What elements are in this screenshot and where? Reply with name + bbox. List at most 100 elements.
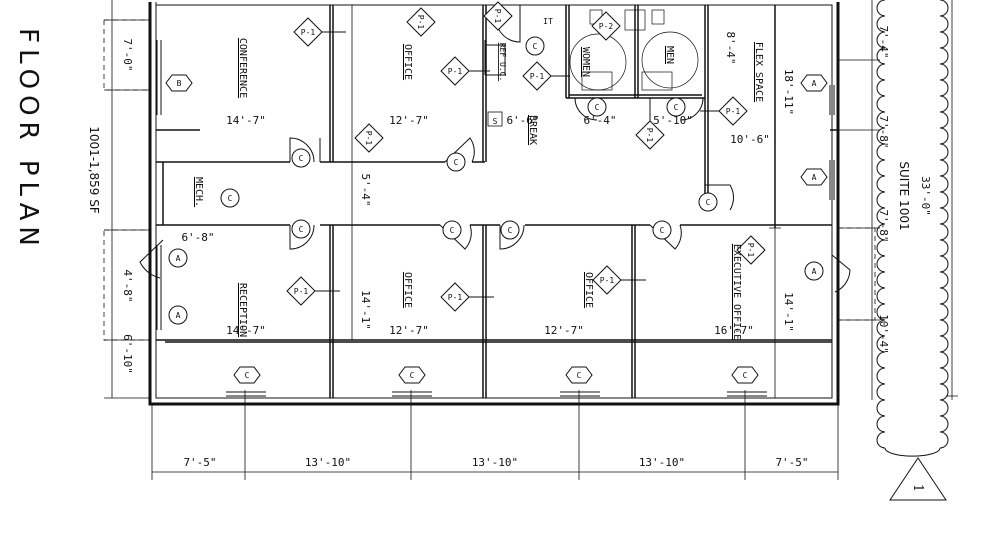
door-swings	[139, 5, 851, 293]
dim-left: 7'-0"	[121, 38, 134, 71]
tag-p2	[591, 11, 621, 41]
tag-b	[165, 74, 193, 92]
tag-label: B	[177, 79, 182, 88]
tag-label: C	[450, 226, 455, 235]
tag-a	[800, 168, 828, 186]
tag-label: C	[508, 226, 513, 235]
dim-bottom: 7'-5"	[183, 456, 216, 469]
tag-label: P-1	[600, 276, 615, 285]
tag-label: P-2	[599, 22, 614, 31]
room-dim: 6'-8"	[181, 231, 214, 244]
dim-right: 7'-8"	[877, 115, 890, 148]
dashed-outline	[103, 19, 876, 341]
tag-label: C	[595, 103, 600, 112]
tag-label: C	[674, 103, 679, 112]
room-dim: 16'-7"	[714, 324, 754, 337]
dim-right: 7'-4"	[877, 25, 890, 58]
tag-c	[652, 220, 672, 240]
tag-c	[291, 148, 311, 168]
room-label-office: OFFICE	[583, 272, 594, 308]
tag-c	[220, 188, 240, 208]
scalloped-boundary	[876, 0, 949, 457]
dim-bottom: 13'-10"	[305, 456, 351, 469]
tag-label: P-1	[364, 131, 373, 146]
room-label-women: WOMEN	[580, 47, 591, 77]
dim-bottom: 7'-5"	[775, 456, 808, 469]
tag-p1	[522, 61, 570, 91]
dim-right: 7'-8"	[877, 209, 890, 242]
tag-label: C	[660, 226, 665, 235]
room-dim: 14'-1"	[359, 290, 372, 330]
room-label-conference: CONFERENCE	[237, 38, 248, 98]
room-label-mech: MECH.	[193, 177, 204, 207]
dim-left: 4'-8"	[121, 269, 134, 302]
room-dim: 12'-7"	[544, 324, 584, 337]
tag-c	[525, 36, 545, 56]
tag-label: P-1	[294, 287, 309, 296]
tag-label: A	[812, 79, 817, 88]
tag-p1-ref	[483, 1, 513, 31]
tag-p1	[700, 96, 748, 126]
dim-left: 6'-10"	[121, 334, 134, 374]
dim-overall: 33'-0"	[919, 176, 932, 216]
room-label-reception: RECEPTION	[237, 283, 248, 337]
room-dim: 8'-4"	[724, 31, 737, 64]
tag-label: A	[176, 254, 181, 263]
room-dim: 12'-7"	[389, 114, 429, 127]
tag-label: P-1	[448, 293, 463, 302]
room-dim: 14'-7"	[226, 324, 266, 337]
suite-area-label: 1001-1,859 SF	[87, 126, 101, 214]
suite-label: SUITE 1001	[897, 161, 911, 230]
tag-a	[168, 248, 188, 268]
tag-label: C	[228, 194, 233, 203]
tag-label: C	[410, 371, 415, 380]
tag-label: IT	[543, 17, 553, 26]
dim-right: 10'-4"	[877, 314, 890, 354]
tag-c	[500, 220, 520, 240]
break-counter	[487, 111, 503, 127]
tag-label: P-1	[416, 15, 425, 30]
interior-walls	[156, 5, 838, 398]
tag-label: A	[812, 267, 817, 276]
tag-p1	[592, 265, 646, 295]
tag-label: A	[812, 173, 817, 182]
room-label-ref: REF U.C.	[498, 43, 507, 82]
tag-label: P-1	[726, 107, 741, 116]
tag-label: C	[577, 371, 582, 380]
tag-c	[291, 219, 311, 239]
tag-p1	[440, 282, 494, 312]
room-dim: 18'-11"	[782, 69, 795, 115]
room-label-executive-office: EXECUTIVE OFFICE	[731, 244, 742, 340]
room-dim: 14'-7"	[226, 114, 266, 127]
room-label-break: BREAK	[527, 115, 538, 145]
tag-label: P-1	[301, 28, 316, 37]
tag-c	[233, 366, 261, 384]
tag-c	[698, 192, 718, 212]
tag-c	[398, 366, 426, 384]
tag-label: A	[176, 311, 181, 320]
tag-c	[442, 220, 462, 240]
tag-c	[565, 366, 593, 384]
tag-c	[446, 152, 466, 172]
room-dim: 6'-4"	[583, 114, 616, 127]
room-label-office: OFFICE	[402, 272, 413, 308]
tag-label: P-1	[448, 67, 463, 76]
tag-label: C	[299, 225, 304, 234]
tag-label: C	[299, 154, 304, 163]
tag-p1	[635, 98, 665, 150]
tag-p1	[354, 123, 384, 153]
room-dim: 6'-6"	[506, 114, 539, 127]
exterior-wall	[148, 2, 840, 406]
dim-bottom: 13'-10"	[639, 456, 685, 469]
room-dim: 10'-6"	[730, 133, 770, 146]
tag-label: C	[245, 371, 250, 380]
room-dim: 5'-4"	[359, 173, 372, 206]
tag-label: C	[533, 42, 538, 51]
tag-label: C	[706, 198, 711, 207]
room-label-flex-space: FLEX SPACE	[753, 42, 764, 102]
room-dim: 14'-1"	[782, 292, 795, 332]
room-dim: 12'-7"	[389, 324, 429, 337]
room-label-office: OFFICE	[402, 44, 413, 80]
